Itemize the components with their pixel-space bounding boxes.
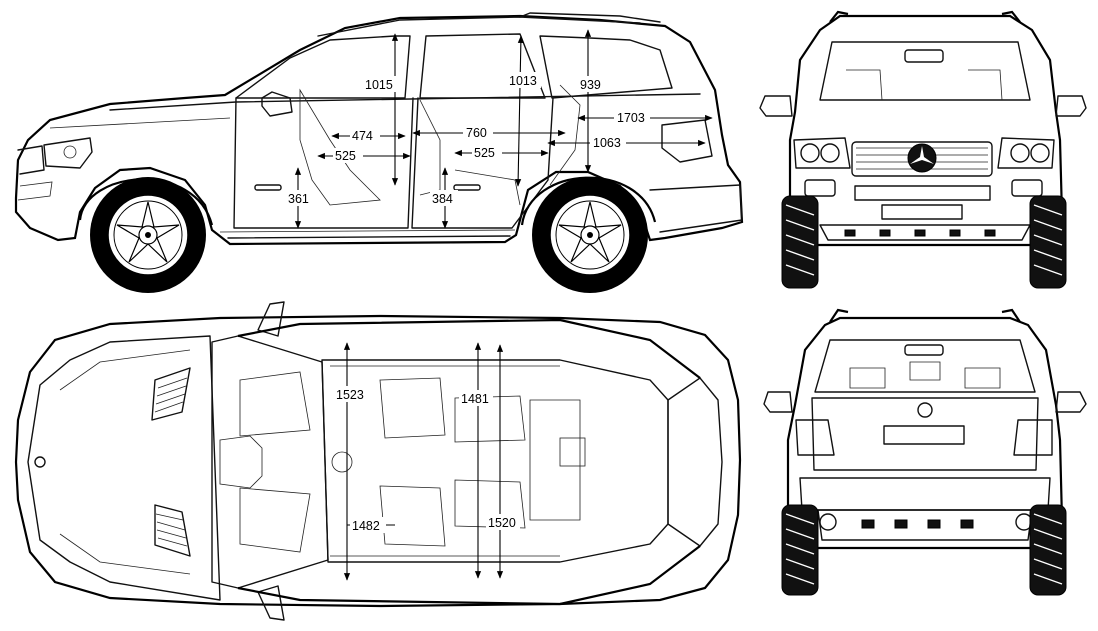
rear-mirror-right — [1055, 391, 1087, 413]
dim-525-rear: 525 — [474, 146, 495, 160]
dim-1481: 1481 — [461, 392, 489, 406]
front-headlight-left — [793, 137, 851, 169]
side-quarter-window — [539, 35, 673, 99]
top-body-outline — [14, 314, 742, 608]
front-tyre-right — [1029, 195, 1067, 289]
front-grille — [851, 141, 993, 177]
front-view — [759, 10, 1087, 289]
dim-361: 361 — [288, 192, 309, 206]
hood-vent-left — [151, 367, 191, 421]
side-dimensions: 1015 474 525 361 760 1013 939 525 384 17… — [286, 29, 713, 229]
rear-mirror-left — [763, 391, 793, 413]
dim-939: 939 — [580, 78, 601, 92]
dim-384: 384 — [432, 192, 453, 206]
top-dimensions: 1523 1481 1482 1520 — [334, 342, 520, 581]
dim-474: 474 — [352, 129, 373, 143]
dim-1482: 1482 — [352, 519, 380, 533]
rear-view — [763, 308, 1087, 596]
side-front-door — [233, 97, 414, 229]
side-mirror — [261, 91, 293, 117]
front-windshield — [819, 41, 1031, 101]
dim-1015: 1015 — [365, 78, 393, 92]
front-tyre-left — [781, 195, 819, 289]
side-rear-wheel — [531, 176, 649, 294]
rear-taillight-left — [795, 419, 835, 456]
top-mirror-right — [257, 585, 285, 621]
side-rear-door — [411, 97, 554, 229]
side-body-outline — [14, 14, 744, 246]
front-mirror-right — [1055, 95, 1087, 117]
top-view — [14, 301, 742, 621]
dim-525-front: 525 — [335, 149, 356, 163]
dim-1063: 1063 — [593, 136, 621, 150]
top-rear-window — [667, 377, 723, 547]
side-front-wheel — [89, 176, 207, 294]
side-view — [14, 12, 744, 294]
dim-1523: 1523 — [336, 388, 364, 402]
top-windshield — [211, 335, 329, 589]
front-plate — [881, 204, 963, 220]
dim-1013: 1013 — [509, 74, 537, 88]
side-taillight — [661, 119, 713, 163]
rear-tyre-left — [781, 504, 819, 596]
top-mirror-left — [257, 301, 285, 337]
rear-tyre-right — [1029, 504, 1067, 596]
side-headlight — [43, 137, 93, 169]
dim-760: 760 — [466, 126, 487, 140]
rear-window — [814, 339, 1036, 393]
dim-1703: 1703 — [617, 111, 645, 125]
side-rear-window — [419, 33, 546, 99]
dim-1520: 1520 — [488, 516, 516, 530]
rear-emblem — [917, 402, 933, 418]
rear-taillight-right — [1013, 419, 1053, 456]
rear-plate — [883, 425, 965, 445]
hood-vent-right — [154, 504, 191, 557]
front-mirror-left — [759, 95, 793, 117]
front-headlight-right — [997, 137, 1055, 169]
